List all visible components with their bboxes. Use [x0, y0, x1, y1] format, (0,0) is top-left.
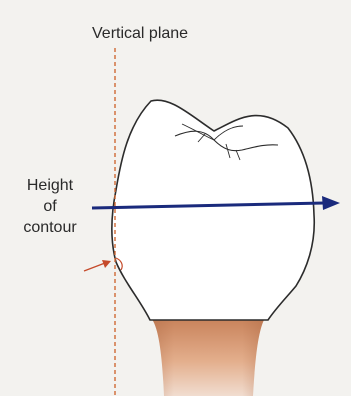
undercut-pointer-arrow [84, 263, 105, 271]
of-label: of [0, 197, 100, 216]
vertical-plane-label: Vertical plane [92, 24, 188, 43]
contour-label: contour [0, 218, 100, 237]
tooth-crown [112, 100, 314, 320]
height-of-contour-arrowhead [322, 196, 340, 210]
tooth-root-shading [151, 318, 265, 396]
height-label: Height [0, 176, 100, 195]
